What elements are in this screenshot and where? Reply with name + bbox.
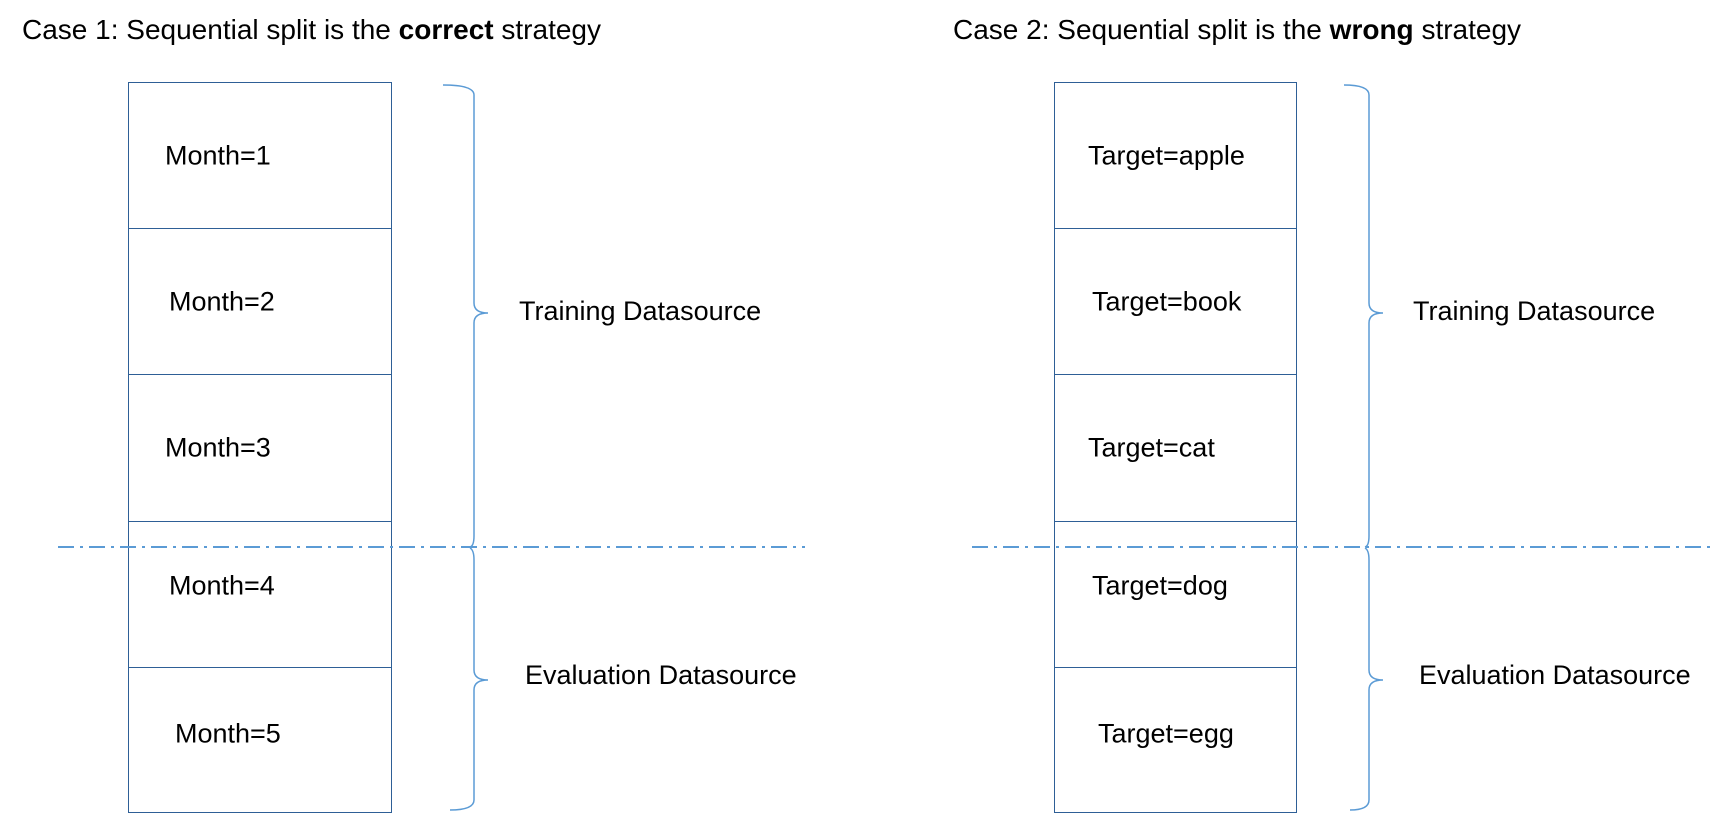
case1-title: Case 1: Sequential split is the correct … [22, 14, 601, 46]
case2-title: Case 2: Sequential split is the wrong st… [953, 14, 1521, 46]
case2-cell-target-apple: Target=apple [1054, 82, 1297, 229]
case2-cell-label: Target=apple [1088, 140, 1245, 170]
case1-title-emphasis: correct [398, 14, 494, 45]
case1-cell-label: Month=1 [165, 140, 271, 170]
case2-cell-target-egg: Target=egg [1054, 667, 1297, 813]
case1-cell-label: Month=5 [175, 718, 281, 749]
case1-title-prefix: Case 1: Sequential split is the [22, 14, 399, 45]
case2-cell-target-dog: Target=dog [1054, 521, 1297, 668]
case1-evaluation-brace [449, 547, 489, 811]
case1-cell-month-3: Month=3 [128, 374, 392, 522]
case1-cell-month-1: Month=1 [128, 82, 392, 229]
case1-cell-month-5: Month=5 [128, 667, 392, 813]
case2-title-prefix: Case 2: Sequential split is the [953, 14, 1330, 45]
case2-cell-label: Target=egg [1098, 718, 1234, 749]
case1-cell-label: Month=3 [165, 432, 271, 463]
case2-title-emphasis: wrong [1329, 14, 1414, 45]
case2-cell-target-cat: Target=cat [1054, 374, 1297, 522]
case2-training-brace [1343, 84, 1384, 548]
case1-title-suffix: strategy [493, 14, 601, 45]
case1-evaluation-label: Evaluation Datasource [525, 660, 797, 690]
case1-cell-label: Month=4 [169, 570, 275, 601]
case2-evaluation-label: Evaluation Datasource [1419, 660, 1691, 690]
case2-cell-label: Target=dog [1092, 570, 1228, 601]
case2-evaluation-brace [1349, 547, 1384, 811]
case2-cell-target-book: Target=book [1054, 228, 1297, 375]
case2-cell-label: Target=book [1092, 286, 1242, 316]
case1-cell-label: Month=2 [169, 286, 275, 316]
case2-training-label: Training Datasource [1413, 296, 1656, 326]
case1-training-brace [442, 84, 489, 548]
case2-cell-label: Target=cat [1088, 432, 1215, 463]
case1-training-label: Training Datasource [519, 296, 762, 326]
case1-cell-month-4: Month=4 [128, 521, 392, 668]
case1-cell-month-2: Month=2 [128, 228, 392, 375]
case2-title-suffix: strategy [1413, 14, 1522, 45]
